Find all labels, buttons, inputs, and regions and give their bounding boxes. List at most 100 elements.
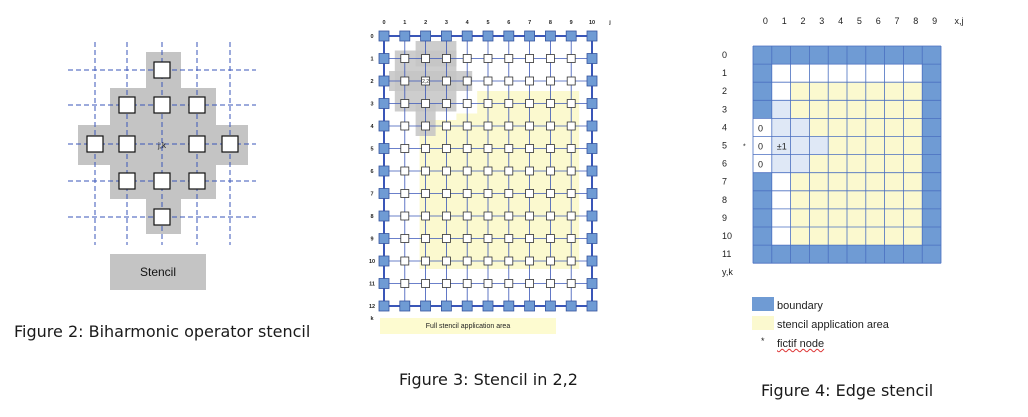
grid-node	[400, 144, 410, 153]
boundary-node	[440, 30, 452, 42]
cell-value: 0	[758, 123, 763, 133]
row-label: 2	[370, 79, 373, 85]
grid-node	[483, 76, 493, 86]
boundary-cell	[828, 245, 847, 264]
grid-node	[566, 189, 576, 198]
grid-node	[483, 234, 493, 243]
grid-node	[546, 256, 555, 266]
grid-node	[566, 279, 576, 288]
grid-node	[483, 279, 493, 288]
column-label: 4	[838, 16, 843, 26]
grid-node	[400, 166, 410, 176]
boundary-node	[524, 300, 535, 312]
grid-node	[400, 76, 410, 86]
row-label: 5	[722, 141, 727, 151]
grid-node	[566, 234, 576, 243]
grid-node	[525, 256, 534, 266]
boundary-node	[399, 300, 411, 312]
boundary-cell	[922, 208, 941, 227]
boundary-cell	[828, 46, 847, 65]
grid-node	[525, 99, 534, 108]
boundary-cell	[753, 82, 772, 101]
stencil-node	[153, 208, 171, 226]
grid-node	[462, 99, 472, 108]
grid-node	[462, 256, 472, 266]
boundary-cell	[790, 245, 810, 264]
grid-node	[400, 279, 410, 288]
grid-node	[504, 54, 514, 63]
grid-node	[462, 121, 472, 131]
boundary-cell	[922, 172, 941, 191]
row-label: 0	[722, 50, 727, 60]
column-label: 5	[857, 16, 862, 26]
boundary-cell	[753, 172, 772, 191]
boundary-cell	[922, 190, 941, 209]
boundary-node	[378, 255, 390, 267]
boundary-cell	[922, 118, 941, 137]
boundary-cell	[922, 46, 941, 65]
boundary-node	[586, 233, 598, 244]
boundary-node	[378, 165, 390, 177]
boundary-cell	[922, 227, 941, 246]
boundary-cell	[790, 46, 810, 65]
grid-node	[504, 166, 514, 176]
grid-node	[421, 279, 431, 288]
boundary-node	[378, 53, 390, 64]
boundary-node	[586, 143, 598, 154]
boundary-node	[586, 165, 598, 177]
boundary-cell	[922, 82, 941, 101]
column-label: 3	[445, 20, 448, 26]
boundary-cell	[771, 245, 791, 264]
row-label: 4	[722, 122, 727, 132]
boundary-cell	[753, 245, 772, 264]
grid-node	[441, 121, 451, 131]
boundary-cell	[903, 46, 923, 65]
boundary-node	[586, 98, 598, 109]
grid-node	[421, 144, 431, 153]
grid-node	[421, 76, 431, 86]
grid-node	[483, 121, 493, 131]
row-label: 3	[722, 104, 727, 114]
boundary-cell	[753, 227, 772, 246]
column-label: 1	[782, 16, 787, 26]
boundary-node	[378, 300, 390, 312]
boundary-node	[378, 233, 390, 244]
node-2-2-label: 2,2	[422, 79, 429, 85]
boundary-cell	[753, 100, 772, 119]
row-label: 9	[722, 213, 727, 223]
boundary-node	[420, 30, 432, 42]
stencil-label-box: Stencil	[110, 254, 206, 290]
grid-node	[566, 256, 576, 266]
stencil-region	[78, 125, 248, 165]
column-label: 2	[424, 20, 427, 26]
grid-node	[504, 144, 514, 153]
column-label: 8	[913, 16, 918, 26]
row-label: 10	[369, 259, 375, 265]
legend-area-label: stencil application area	[777, 319, 889, 331]
grid-node	[504, 76, 514, 86]
stencil-node	[153, 172, 171, 190]
grid-node	[441, 279, 451, 288]
grid-node	[566, 99, 576, 108]
grid-node	[400, 234, 410, 243]
full-stencil-area-box: Full stencil application area	[380, 318, 556, 334]
grid-node	[483, 144, 493, 153]
row-label: 7	[722, 177, 727, 187]
full-stencil-area-label: Full stencil application area	[425, 322, 511, 330]
boundary-node	[586, 120, 598, 132]
boundary-node	[378, 188, 390, 199]
column-label: 1	[403, 20, 406, 26]
grid-node	[421, 166, 431, 176]
grid-node	[525, 121, 534, 131]
column-label: 4	[466, 20, 470, 26]
row-label: 8	[370, 214, 373, 220]
boundary-node	[503, 30, 515, 42]
grid-node	[421, 234, 431, 243]
stencil-cell	[809, 136, 829, 155]
column-label: x,j	[955, 16, 964, 26]
grid-node	[546, 279, 555, 288]
grid-node	[483, 211, 493, 221]
grid-node	[400, 189, 410, 198]
boundary-cell	[753, 46, 772, 65]
